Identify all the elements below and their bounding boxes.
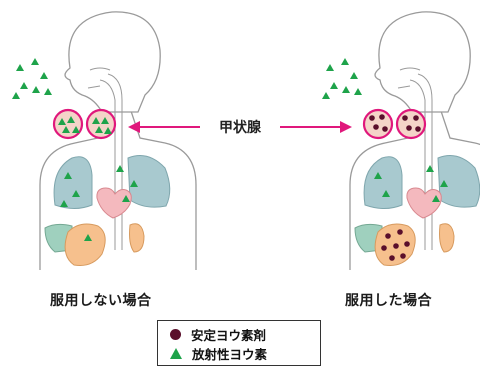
right-airborne-radioactive-marks [322,58,362,99]
arrow-left-icon [128,121,200,133]
arrow-right-icon [280,121,352,133]
left-person [12,12,196,270]
right-thyroid-lobe-left [364,110,392,138]
right-person [322,12,480,270]
thyroid-label: 甲状腺 [219,119,262,136]
caption-with-medication: 服用した場合 [345,290,432,310]
left-airborne-radioactive-marks [12,58,52,99]
right-thyroid-lobe-right [397,110,425,138]
legend-label-stable-iodine: 安定ヨウ素剤 [191,325,266,344]
caption-without-medication: 服用しない場合 [50,290,152,310]
left-thyroid-lobe-left [54,110,82,138]
legend-label-radioactive-iodine: 放射性ヨウ素 [192,344,267,363]
radioactive-iodine-triangle-icon [170,348,182,359]
stable-iodine-dot-icon [170,329,181,340]
legend-row-stable-iodine: 安定ヨウ素剤 [170,325,266,343]
legend: 安定ヨウ素剤 放射性ヨウ素 [157,320,321,366]
thyroid-iodine-diagram: 甲状腺 [0,0,480,290]
legend-row-radioactive-iodine: 放射性ヨウ素 [170,344,267,362]
